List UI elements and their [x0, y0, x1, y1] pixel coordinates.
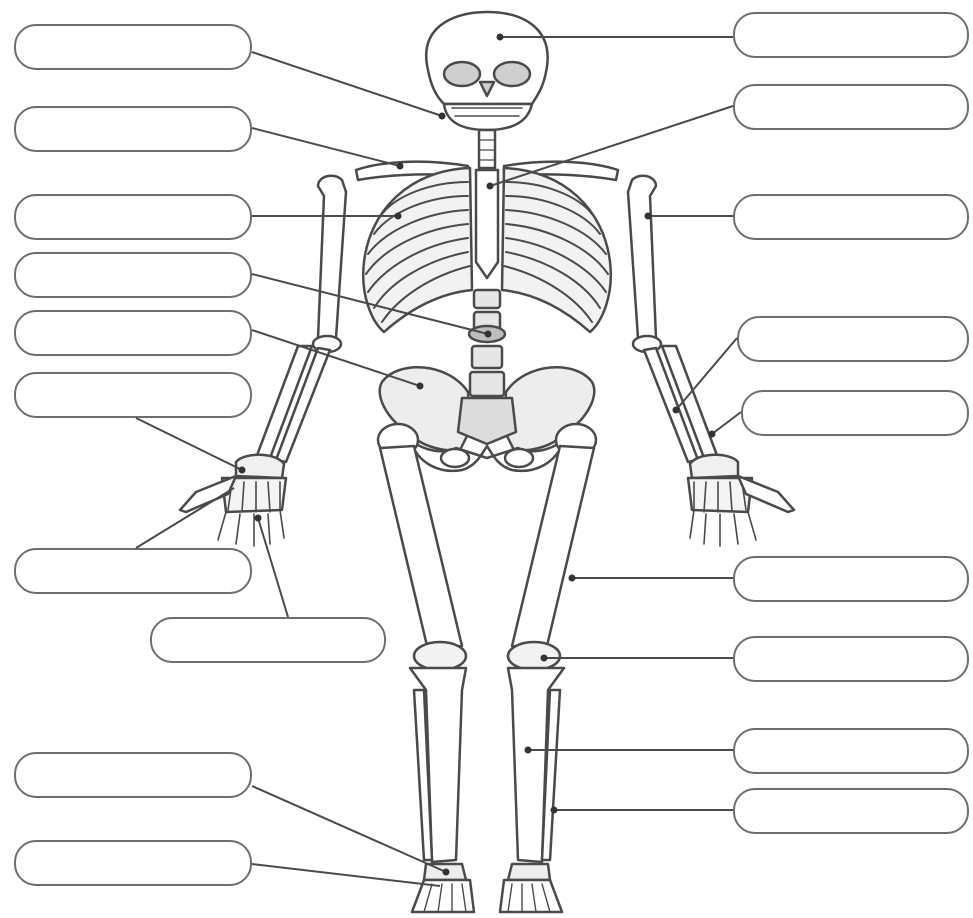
left-leg [378, 424, 474, 912]
right-leg [500, 424, 596, 912]
mandible [444, 104, 532, 130]
rib-cage [363, 168, 611, 332]
humerus-left [318, 176, 346, 338]
leader-mandible [252, 52, 442, 116]
label-box-carpals[interactable] [14, 372, 252, 418]
humerus-right [628, 176, 656, 338]
label-box-metacarpals[interactable] [150, 617, 386, 663]
label-box-humerus[interactable] [733, 194, 969, 240]
fibula-right [542, 690, 560, 860]
radius-right [662, 346, 718, 458]
leader-vertebral-column [252, 274, 488, 334]
leader-sternum [490, 106, 733, 186]
label-box-vertebral-column[interactable] [14, 252, 252, 298]
leader-radius [676, 338, 737, 410]
ulna-left [276, 348, 330, 462]
lumbar-spine [469, 290, 505, 396]
patella-left [414, 642, 466, 670]
carpals-right [690, 455, 738, 478]
femur-left [380, 446, 462, 650]
label-box-mandible[interactable] [14, 24, 252, 70]
clavicle-right [504, 162, 618, 180]
pelvis [380, 367, 595, 471]
tibia-right [508, 668, 564, 862]
leader-clavicle [252, 128, 400, 166]
label-box-tarsals[interactable] [14, 752, 252, 798]
label-box-clavicle[interactable] [14, 106, 252, 152]
leader-pelvis [252, 330, 420, 386]
tibia-left [410, 668, 466, 862]
metacarpals-left [222, 478, 286, 512]
fibula-left [414, 690, 432, 860]
sternum [476, 170, 498, 278]
label-box-pelvis[interactable] [14, 310, 252, 356]
label-box-radius[interactable] [737, 316, 969, 362]
label-box-patella[interactable] [733, 636, 969, 682]
femur-right [512, 446, 594, 650]
label-box-phalanges-hand[interactable] [14, 548, 252, 594]
metacarpals-right [688, 478, 752, 512]
radius-left [256, 346, 312, 458]
label-box-fibula[interactable] [733, 788, 969, 834]
leader-phalanges-hand [136, 488, 234, 548]
pointer-dots [239, 34, 716, 876]
ulna-right [644, 348, 698, 462]
leader-ulna [712, 412, 741, 434]
thumb-left [180, 476, 236, 512]
leader-phalanges-foot [252, 864, 440, 886]
label-box-femur[interactable] [733, 556, 969, 602]
skull [426, 12, 547, 130]
carpals-left [236, 455, 284, 478]
label-box-phalanges-foot[interactable] [14, 840, 252, 886]
label-box-sternum[interactable] [733, 84, 969, 130]
patella-right [508, 642, 560, 670]
label-box-tibia[interactable] [733, 728, 969, 774]
label-box-skull[interactable] [733, 12, 969, 58]
label-box-ribs[interactable] [14, 194, 252, 240]
leader-carpals [136, 418, 242, 470]
cervical-vertebrae [479, 130, 495, 168]
clavicle-left [356, 162, 468, 180]
leader-metacarpals [258, 518, 288, 617]
label-box-ulna[interactable] [741, 390, 969, 436]
thumb-right [738, 476, 794, 512]
leader-tarsals [252, 786, 446, 872]
